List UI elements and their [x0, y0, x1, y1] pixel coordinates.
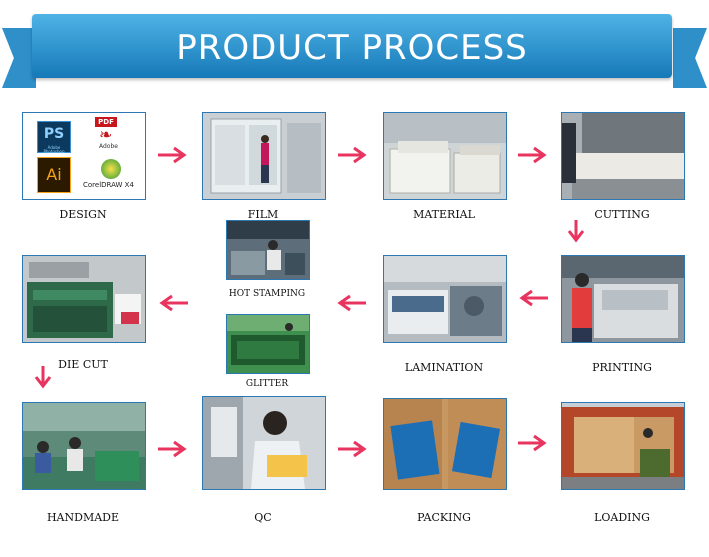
title-banner: PRODUCT PROCESS [32, 14, 672, 78]
arrow-left-icon [159, 294, 188, 312]
step-label-lamination: LAMINATION [404, 361, 484, 374]
arrow-right-icon [158, 440, 187, 458]
step-label-cutting: CUTTING [594, 208, 650, 221]
pdf-logo-text: PDF [95, 117, 117, 127]
arrow-left-icon [337, 294, 366, 312]
acrobat-swirl-icon: ❧ [99, 125, 113, 144]
photo-glitter [226, 314, 310, 374]
pdf-logo: PDF ❧ Adobe [89, 115, 129, 153]
photo-film [202, 112, 326, 200]
photo-lamination [383, 255, 507, 343]
step-label-handmade: HANDMADE [46, 511, 120, 524]
coreldraw-balloon-icon [101, 159, 121, 179]
arrow-right-icon [338, 440, 367, 458]
step-label-qc: QC [254, 511, 272, 524]
photo-loading [561, 402, 685, 490]
step-label-film: FILM [247, 208, 279, 221]
pdf-logo-subtext: Adobe [99, 143, 118, 150]
page-title: PRODUCT PROCESS [176, 28, 528, 68]
photoshop-logo: PS Adobe Photoshop [37, 121, 71, 154]
banner-ribbon-right [673, 28, 707, 88]
photo-hot-stamping [226, 220, 310, 280]
photo-material [383, 112, 507, 200]
design-software-logos: PS Adobe Photoshop PDF ❧ Adobe Ai CorelD… [22, 112, 146, 200]
step-label-die-cut: DIE CUT [58, 358, 108, 371]
arrow-left-icon [519, 289, 548, 307]
step-label-design: DESIGN [59, 208, 107, 221]
photo-printing [561, 255, 685, 343]
arrow-right-icon [518, 146, 547, 164]
photoshop-logo-text: PS [43, 126, 65, 142]
photo-die-cut [22, 255, 146, 343]
step-label-hot-stamping: HOT STAMPING [228, 289, 306, 299]
arrow-right-icon [518, 434, 547, 452]
illustrator-logo: Ai [37, 157, 71, 193]
photo-packing [383, 398, 507, 490]
photoshop-logo-subtext: Adobe Photoshop [43, 145, 65, 154]
coreldraw-logo-text: CorelDRAW X4 [83, 181, 134, 189]
photo-cutting [561, 112, 685, 200]
arrow-down-icon [34, 366, 52, 389]
banner-ribbon-left [2, 28, 36, 88]
step-label-packing: PACKING [417, 511, 471, 524]
step-label-loading: LOADING [594, 511, 650, 524]
arrow-down-icon [567, 220, 585, 243]
photo-qc [202, 396, 326, 490]
step-label-material: MATERIAL [413, 208, 475, 221]
photo-handmade [22, 402, 146, 490]
arrow-right-icon [338, 146, 367, 164]
arrow-right-icon [158, 146, 187, 164]
coreldraw-logo: CorelDRAW X4 [83, 159, 143, 193]
step-label-printing: PRINTING [592, 361, 652, 374]
step-label-glitter: GLITTER [245, 379, 289, 389]
